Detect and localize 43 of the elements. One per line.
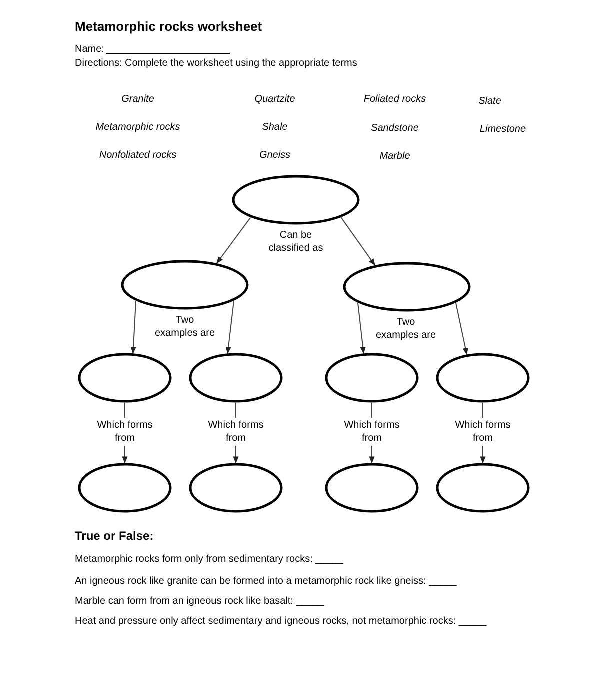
name-prompt: Name: xyxy=(75,43,104,56)
word-bank-term: Metamorphic rocks xyxy=(94,121,182,134)
arrow xyxy=(456,302,468,356)
answer-oval xyxy=(325,463,419,513)
answer-oval xyxy=(189,463,283,513)
worksheet-title: Metamorphic rocks worksheet xyxy=(75,20,262,33)
arrow xyxy=(358,302,366,354)
word-bank-term: Granite xyxy=(120,93,156,106)
edge-label: Which forms from xyxy=(453,418,513,446)
answer-oval xyxy=(436,463,530,513)
answer-oval xyxy=(436,353,530,403)
connector-text: Two examples are xyxy=(154,314,216,340)
word-bank-term: Limestone xyxy=(478,123,528,136)
statement: Marble can form from an igneous rock like basalt: _____ xyxy=(75,595,324,608)
statement: Heat and pressure only affect sedimentary and igneous rocks, not metamorphic rocks: _____ xyxy=(75,615,487,628)
word-bank-term: Sandstone xyxy=(370,122,420,135)
answer-oval xyxy=(343,262,471,312)
arrow xyxy=(216,217,252,264)
statement: An igneous rock like granite can be formed into a metamorphic rock like gneiss: _____ xyxy=(75,575,457,588)
word-bank-term: Shale xyxy=(261,121,289,134)
edge-label: Which forms from xyxy=(95,418,155,446)
directions-text: Directions: Complete the worksheet using the appropriate terms xyxy=(75,57,358,70)
answer-oval xyxy=(232,175,360,225)
answer-oval xyxy=(189,353,283,403)
word-bank-term: Marble xyxy=(378,150,412,163)
connector-text: Can be classified as xyxy=(268,229,324,255)
word-bank-term: Quartzite xyxy=(254,93,296,106)
word-bank-term: Slate xyxy=(478,95,502,108)
section-heading: True or False: xyxy=(75,530,154,543)
word-bank-term: Foliated rocks xyxy=(362,93,428,106)
word-bank-term: Nonfoliated rocks xyxy=(98,149,178,162)
arrow xyxy=(130,300,136,354)
edge-label: Which forms from xyxy=(206,418,266,446)
word-bank-term: Gneiss xyxy=(258,149,292,162)
answer-oval xyxy=(78,353,172,403)
arrow xyxy=(226,300,234,354)
answer-oval xyxy=(325,353,419,403)
answer-oval xyxy=(78,463,172,513)
statement: Metamorphic rocks form only from sedimentary rocks: _____ xyxy=(75,553,344,566)
arrow xyxy=(340,217,376,266)
answer-oval xyxy=(121,260,249,310)
edge-label: Which forms from xyxy=(342,418,402,446)
connector-text: Two examples are xyxy=(375,316,437,342)
